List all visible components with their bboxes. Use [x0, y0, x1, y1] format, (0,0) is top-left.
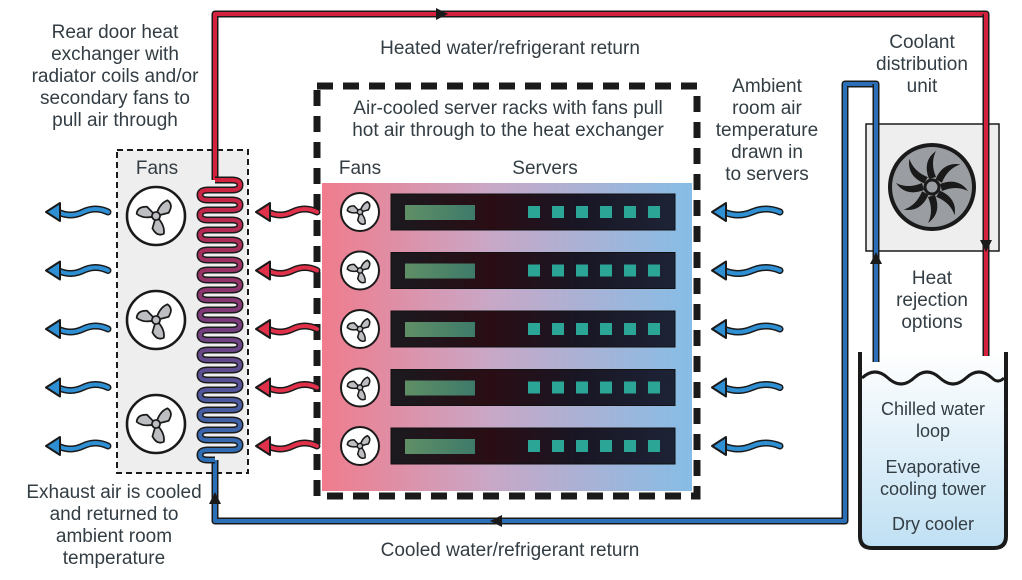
cooled-return-label: Cooled water/refrigerant return: [380, 540, 640, 561]
server-led: [552, 440, 564, 452]
server-unit: [390, 369, 676, 406]
server-led: [624, 264, 636, 277]
server-led: [600, 206, 612, 218]
server-led: [552, 381, 564, 394]
arrow-icon: [490, 515, 502, 527]
server-led: [576, 381, 588, 394]
fan-icon: [340, 367, 380, 408]
ambient-room-air-label: Ambient room air temperature drawn in to…: [715, 76, 819, 185]
arrow-icon: [255, 319, 321, 339]
arrow-icon: [870, 252, 882, 264]
server-led: [552, 264, 564, 277]
arrow-icon: [255, 260, 321, 281]
arrow-icon: [45, 377, 112, 398]
server-unit: [390, 427, 676, 465]
server-display: [405, 205, 475, 220]
arrow-icon: [255, 436, 321, 456]
server-led: [624, 323, 636, 335]
arrow-icon: [980, 240, 992, 252]
server-led: [600, 264, 612, 277]
server-display: [405, 380, 475, 396]
heated-return-label: Heated water/refrigerant return: [380, 38, 640, 59]
server-display: [405, 322, 475, 337]
server-display: [405, 263, 475, 279]
arrow-icon: [255, 377, 321, 398]
fan-icon: [340, 309, 380, 349]
servers-label: Servers: [512, 158, 578, 179]
server-led: [624, 206, 636, 218]
chilled-water-loop-label: Chilled water loop: [880, 399, 986, 441]
arrow-icon: [45, 260, 112, 281]
rear-door-heat-exchanger-label: Rear door heat exchanger with radiator c…: [31, 22, 199, 131]
exhaust-air-label: Exhaust air is cooled and returned to am…: [26, 482, 202, 569]
server-led: [648, 206, 660, 218]
arrow-icon: [711, 436, 784, 456]
arrow-icon: [436, 8, 448, 20]
arrow-icon: [711, 260, 784, 281]
fan-icon: [340, 250, 380, 291]
dry-cooler-label: Dry cooler: [891, 514, 975, 534]
fan-icon: [340, 426, 380, 466]
server-led: [600, 381, 612, 394]
server-led: [576, 323, 588, 335]
exchanger-fans-label: Fans: [135, 158, 179, 179]
server-led: [624, 440, 636, 452]
server-led: [600, 323, 612, 335]
server-led: [648, 440, 660, 452]
arrow-icon: [45, 202, 112, 222]
server-led: [528, 381, 540, 394]
server-led: [576, 264, 588, 277]
fan-icon: [340, 192, 380, 232]
server-led: [624, 381, 636, 394]
arrow-icon: [45, 436, 112, 456]
fan-icon: [125, 393, 187, 455]
server-led: [552, 323, 564, 335]
server-led: [576, 206, 588, 218]
fan-icon: [125, 185, 187, 247]
arrow-icon: [711, 319, 784, 339]
arrow-icon: [711, 377, 784, 398]
server-unit: [390, 193, 676, 231]
rack-fans-label: Fans: [338, 158, 382, 179]
server-led: [528, 264, 540, 277]
server-led: [648, 323, 660, 335]
centrifugal-fan-icon: [888, 143, 976, 231]
server-led: [648, 381, 660, 394]
server-racks-title: Air-cooled server racks with fans pull h…: [352, 98, 664, 141]
arrow-icon: [711, 202, 784, 222]
server-unit: [390, 310, 676, 348]
arrow-icon: [209, 492, 221, 504]
water-wave-icon: [860, 370, 1006, 386]
server-led: [648, 264, 660, 277]
server-display: [405, 439, 475, 454]
heat-rejection-label: Heat rejection options: [896, 268, 968, 333]
server-led: [528, 323, 540, 335]
server-led: [600, 440, 612, 452]
cooling-tower: [858, 352, 1008, 550]
server-unit: [390, 252, 676, 289]
arrow-icon: [45, 319, 112, 339]
fan-icon: [125, 289, 187, 351]
coolant-distribution-unit-label: Coolant distribution unit: [876, 32, 968, 97]
arrow-icon: [255, 202, 321, 222]
evaporative-cooling-tower-label: Evaporative cooling tower: [879, 457, 987, 499]
server-led: [528, 206, 540, 218]
server-led: [552, 206, 564, 218]
server-led: [576, 440, 588, 452]
server-led: [528, 440, 540, 452]
